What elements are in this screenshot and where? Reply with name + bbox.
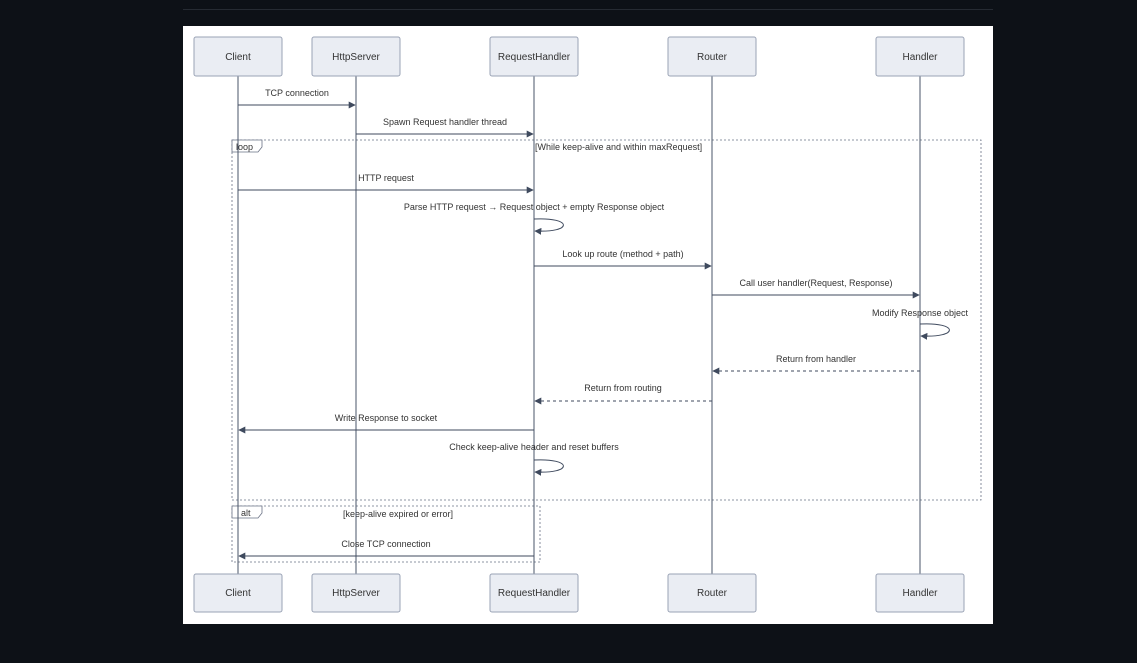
actor-label: Handler [902, 588, 938, 599]
message-lookup-route: Look up route (method + path) [534, 249, 712, 270]
message-label: Call user handler(Request, Response) [739, 278, 892, 288]
actor-label: Client [225, 588, 251, 599]
message-http-request: HTTP request [238, 173, 534, 194]
message-spawn-handler: Spawn Request handler thread [356, 117, 534, 138]
message-label: Check keep-alive header and reset buffer… [449, 442, 619, 452]
message-label: Write Response to socket [335, 413, 438, 423]
message-return-from-routing: Return from routing [534, 383, 712, 405]
alt-frame: alt [keep-alive expired or error] [231, 505, 541, 563]
message-label: Modify Response object [872, 308, 969, 318]
actor-label: Router [697, 52, 728, 63]
actor-label: HttpServer [332, 52, 380, 63]
message-label: TCP connection [265, 88, 329, 98]
alt-frame-condition: [keep-alive expired or error] [343, 509, 453, 519]
actor-httpserver-top: HttpServer [311, 36, 401, 77]
actor-router-bottom: Router [667, 573, 757, 613]
actor-requesthandler-top: RequestHandler [489, 36, 579, 77]
actor-requesthandler-bottom: RequestHandler [489, 573, 579, 613]
sequence-diagram-panel: loop [While keep-alive and within maxReq… [183, 26, 993, 624]
loop-frame: loop [While keep-alive and within maxReq… [231, 139, 982, 501]
actor-label: Client [225, 52, 251, 63]
loop-frame-condition: [While keep-alive and within maxRequest] [535, 142, 702, 152]
actor-client-top: Client [193, 36, 283, 77]
actor-handler-bottom: Handler [875, 573, 965, 613]
sequence-diagram: loop [While keep-alive and within maxReq… [193, 36, 982, 613]
actor-label: HttpServer [332, 588, 380, 599]
actor-client-bottom: Client [193, 573, 283, 613]
actor-router-top: Router [667, 36, 757, 77]
message-label: Spawn Request handler thread [383, 117, 507, 127]
message-parse-request: Parse HTTP request → Request object + em… [404, 202, 665, 235]
actor-handler-top: Handler [875, 36, 965, 77]
actor-label: RequestHandler [498, 588, 571, 599]
message-label: Return from routing [584, 383, 662, 393]
loop-frame-tag: loop [236, 142, 253, 152]
message-label: Parse HTTP request → Request object + em… [404, 202, 665, 212]
message-modify-response: Modify Response object [872, 308, 969, 340]
message-close-tcp: Close TCP connection [238, 539, 534, 560]
actor-label: Router [697, 588, 728, 599]
message-return-from-handler: Return from handler [712, 354, 920, 375]
message-tcp-connection: TCP connection [238, 88, 356, 109]
message-label: Return from handler [776, 354, 856, 364]
actor-label: Handler [902, 52, 938, 63]
alt-frame-tag: alt [241, 508, 251, 518]
top-divider [183, 9, 993, 10]
message-label: Look up route (method + path) [562, 249, 683, 259]
message-label: HTTP request [358, 173, 414, 183]
message-label: Close TCP connection [341, 539, 430, 549]
message-call-user-handler: Call user handler(Request, Response) [712, 278, 920, 299]
message-check-keep-alive: Check keep-alive header and reset buffer… [449, 442, 619, 476]
actor-httpserver-bottom: HttpServer [311, 573, 401, 613]
actor-label: RequestHandler [498, 52, 571, 63]
message-write-response: Write Response to socket [238, 413, 534, 434]
